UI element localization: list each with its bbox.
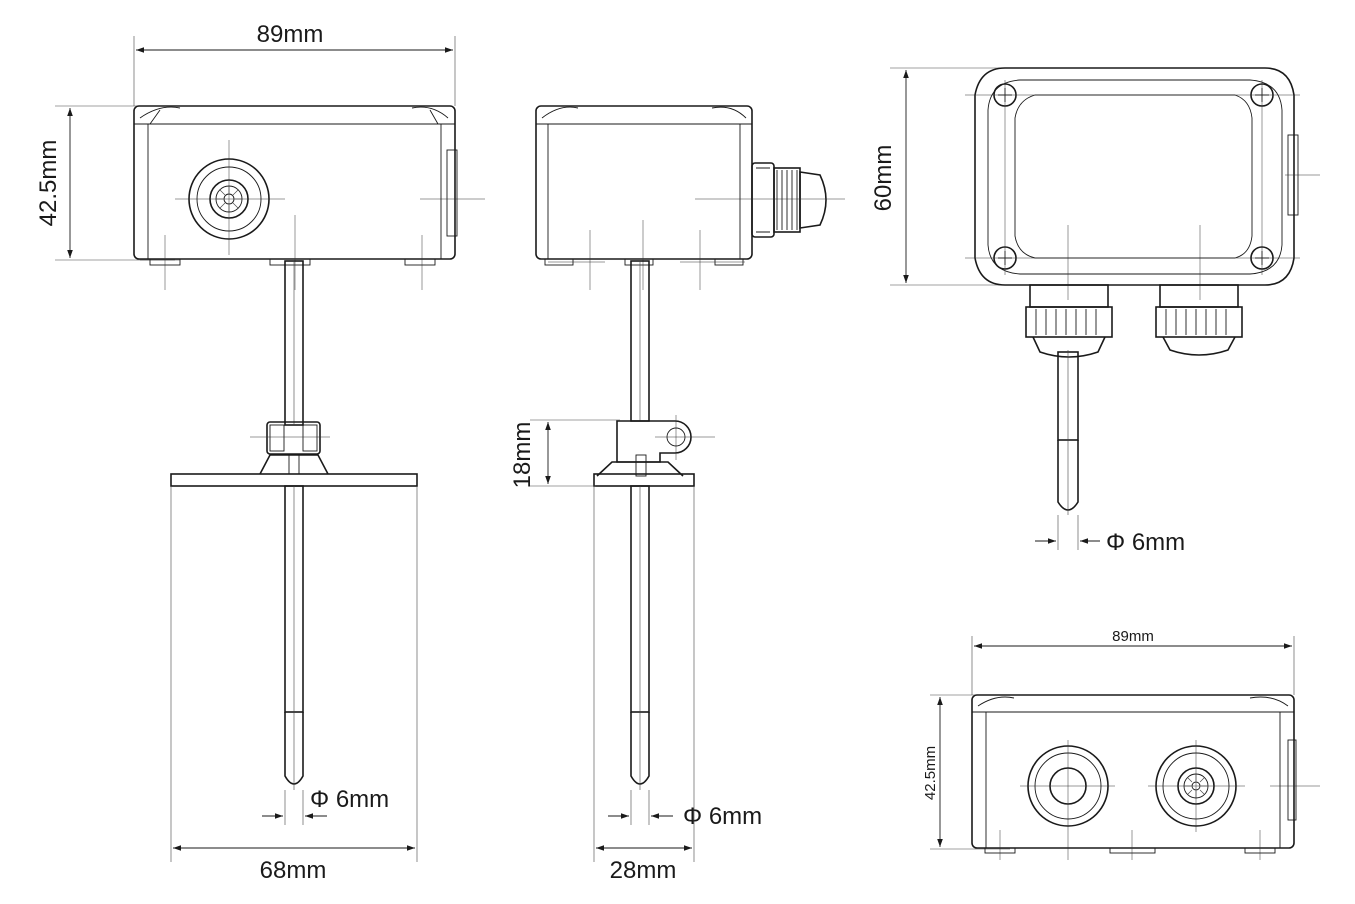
front-width-label: 89mm (257, 21, 324, 48)
top-cable-gland-right (1155, 284, 1243, 356)
side-flange-width-label: 28mm (610, 857, 677, 884)
side-probe-diameter-label: Φ 6mm (683, 803, 762, 830)
front-height-label: 42.5mm (35, 140, 62, 227)
front-flange-width-label: 68mm (260, 857, 327, 884)
top-screws (993, 83, 1274, 270)
front-flange-clamp (266, 421, 321, 455)
bottom-width-label: 89mm (1112, 628, 1154, 645)
top-cable-gland-left (1025, 284, 1113, 358)
front-probe-diameter-label: Φ 6mm (310, 786, 389, 813)
front-housing (133, 105, 456, 260)
bottom-housing (971, 694, 1295, 849)
side-view: 18mm Φ 6mm 28mm (509, 105, 845, 884)
bottom-view: 89mm 42.5mm (922, 628, 1320, 860)
front-view: 89mm 42.5mm (35, 21, 485, 884)
side-flange-clamp (616, 420, 692, 463)
side-cable-gland (751, 162, 827, 238)
side-flange-height-label: 18mm (509, 422, 536, 489)
top-view: 60mm (870, 67, 1320, 556)
top-height-label: 60mm (870, 145, 897, 212)
top-probe-diameter-label: Φ 6mm (1106, 529, 1185, 556)
bottom-height-label: 42.5mm (922, 746, 939, 800)
side-housing (535, 105, 753, 260)
top-housing (974, 67, 1295, 286)
front-flange-plate (170, 473, 418, 487)
